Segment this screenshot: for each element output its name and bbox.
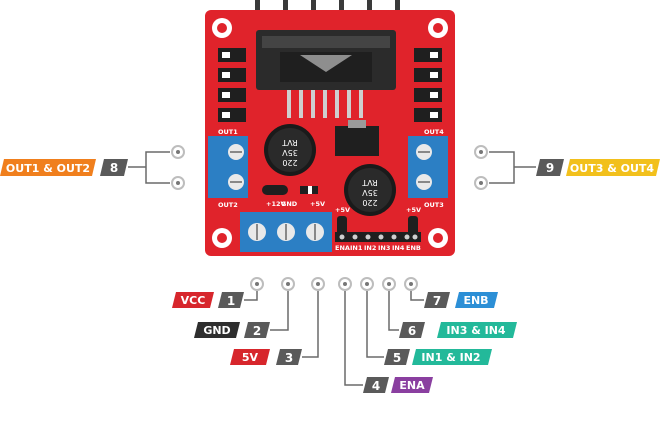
silk-out3: OUT3 — [424, 201, 444, 209]
bottom-leader-lines — [244, 291, 424, 386]
number-6: 6 — [408, 324, 416, 338]
capacitor-left: 220 35V RVT — [264, 124, 316, 176]
silk-gnd: GND — [281, 200, 298, 208]
label-in1-in2: IN1 & IN2 — [421, 351, 480, 364]
silk-in3: IN3 — [378, 244, 390, 252]
callout-ena: 4 ENA — [363, 377, 433, 393]
heatsink — [256, 30, 396, 90]
diodes-right — [414, 48, 442, 122]
number-1: 1 — [227, 294, 235, 308]
number-9: 9 — [546, 161, 554, 175]
silk-ena: ENA — [335, 244, 350, 252]
silk-out4: OUT4 — [424, 128, 444, 136]
driver-ic-legs — [287, 90, 363, 118]
terminal-out3-out4 — [408, 136, 448, 198]
silk-in4: IN4 — [392, 244, 405, 252]
mounting-holes — [212, 18, 448, 248]
number-7: 7 — [433, 294, 441, 308]
number-box-9 — [536, 159, 564, 176]
number-2: 2 — [253, 324, 261, 338]
silk-in2: IN2 — [364, 244, 376, 252]
callout-out1-out2: 8 OUT1 & OUT2 — [0, 145, 185, 190]
callout-in3-in4: 6 IN3 & IN4 — [399, 322, 517, 338]
number-box-2 — [244, 322, 270, 338]
label-box-out1-out2 — [0, 159, 96, 176]
silk-out2: OUT2 — [218, 201, 238, 209]
silk-enb: ENB — [406, 244, 421, 252]
label-ena: ENA — [399, 379, 425, 392]
cap-right-line1: 220 — [362, 198, 377, 207]
label-box-enb — [455, 292, 498, 308]
control-header — [335, 232, 421, 242]
power-terminal — [240, 212, 332, 252]
label-vcc: VCC — [181, 294, 206, 307]
number-box-6 — [399, 322, 425, 338]
silk-5v-enb: +5V — [406, 206, 421, 214]
l298n-board: OUT1 OUT2 OUT4 OUT3 220 35V RVT — [205, 0, 455, 256]
silk-in1: IN1 — [350, 244, 363, 252]
cap-left-line3: RVT — [282, 138, 298, 147]
cap-right-line3: RVT — [362, 178, 378, 187]
silk-5v-ena: +5V — [335, 206, 350, 214]
label-box-ena — [391, 377, 433, 393]
diodes-left — [218, 48, 246, 122]
number-box-7 — [424, 292, 450, 308]
label-in3-in4: IN3 & IN4 — [446, 324, 506, 337]
callout-out3-out4: 9 OUT3 & OUT4 — [474, 145, 660, 190]
number-8: 8 — [110, 161, 118, 175]
bottom-pin-dots — [250, 277, 418, 291]
label-out1-out2: OUT1 & OUT2 — [6, 162, 90, 175]
cap-left-line2: 35V — [282, 148, 298, 157]
cap-left-line1: 220 — [282, 158, 297, 167]
silk-5v: +5V — [310, 200, 325, 208]
label-gnd: GND — [203, 324, 230, 337]
number-4: 4 — [372, 379, 380, 393]
label-box-in1-in2 — [412, 349, 492, 365]
number-box-3 — [276, 349, 302, 365]
number-5: 5 — [393, 351, 401, 365]
voltage-regulator — [335, 120, 379, 156]
number-box-5 — [384, 349, 410, 365]
label-box-vcc — [172, 292, 214, 308]
label-box-out3-out4 — [566, 159, 660, 176]
number-box-8 — [100, 159, 128, 176]
label-box-gnd — [194, 322, 240, 338]
callout-enb: 7 ENB — [424, 292, 498, 308]
label-enb: ENB — [463, 294, 488, 307]
terminal-out1-out2 — [208, 136, 248, 198]
callout-in1-in2: 5 IN1 & IN2 — [384, 349, 492, 365]
callout-gnd: GND 2 — [194, 322, 270, 338]
callout-5v: 5V 3 — [230, 349, 302, 365]
callout-vcc: VCC 1 — [172, 292, 244, 308]
number-box-1 — [218, 292, 244, 308]
5v-jumper — [262, 185, 288, 195]
silk-out1: OUT1 — [218, 128, 238, 136]
number-3: 3 — [285, 351, 293, 365]
label-box-in3-in4 — [437, 322, 517, 338]
label-5v: 5V — [242, 351, 259, 364]
cap-right-line2: 35V — [362, 188, 378, 197]
silk-12v: +12V — [266, 200, 286, 208]
capacitor-right: 220 35V RVT — [344, 164, 396, 216]
number-box-4 — [363, 377, 389, 393]
label-box-5v — [230, 349, 270, 365]
label-out3-out4: OUT3 & OUT4 — [570, 162, 654, 175]
